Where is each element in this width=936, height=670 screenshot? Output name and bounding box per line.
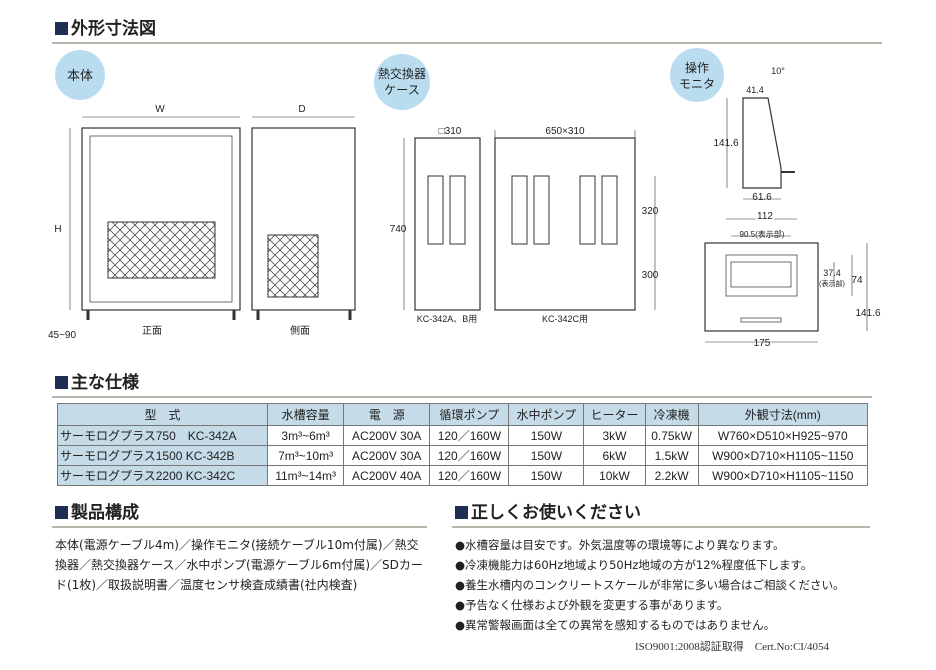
svg-text:45~90: 45~90: [48, 330, 77, 341]
monitor-front-view: [704, 242, 819, 332]
svg-text:本体: 本体: [67, 68, 93, 83]
cell: AC200V 30A: [343, 445, 431, 466]
svg-text:320: 320: [642, 206, 659, 217]
note-item: ●異常警報画面は全ての異常を感知するものではありません。: [455, 618, 776, 632]
note-item: ●冷凍機能力は60Hz地域より50Hz地域の方が12%程度低下します。: [455, 558, 813, 572]
spec-table: 型 式 水槽容量 電 源 循環ポンプ 水中ポンプ ヒーター 冷凍機 外観寸法(m…: [57, 403, 869, 486]
front-view: [81, 127, 241, 311]
cell: AC200V 30A: [343, 425, 431, 446]
certification-footer: ISO9001:2008認証取得 Cert.No:CI/4054: [635, 641, 830, 653]
section-heading-usage: 正しくお使いください: [455, 498, 641, 523]
cell: 11m³~14m³: [266, 465, 345, 486]
heading-text: 正しくお使いください: [471, 503, 641, 523]
cell: 7m³~10m³: [266, 445, 345, 466]
svg-text:141.6: 141.6: [855, 308, 880, 319]
col-header: 冷凍機: [644, 403, 699, 426]
svg-text:H: H: [54, 224, 61, 235]
svg-text:ケース: ケース: [384, 83, 419, 97]
cell: 150W: [508, 445, 585, 466]
cell: サーモログプラス1500 KC-342B: [57, 445, 268, 466]
components-text: 本体(電源ケーブル4m)／操作モニタ(接続ケーブル10m付属)／熱交換器／熱交換…: [55, 538, 423, 592]
side-view: [251, 127, 356, 311]
cell: 3m³~6m³: [266, 425, 345, 446]
cell: 3kW: [583, 425, 646, 446]
col-header: 型 式: [57, 403, 268, 426]
monitor-side-view: [742, 97, 782, 189]
divider: [452, 526, 870, 528]
cell: W900×D710×H1105~1150: [697, 445, 869, 466]
svg-text:175: 175: [754, 338, 771, 349]
table-header-row: 型 式 水槽容量 電 源 循環ポンプ 水中ポンプ ヒーター 冷凍機 外観寸法(m…: [57, 403, 869, 426]
hx-case-ab: [414, 137, 481, 311]
hx-bubble: 熱交換器ケース: [374, 54, 430, 110]
svg-text:KC-342A、B用: KC-342A、B用: [417, 314, 478, 324]
cell: AC200V 40A: [343, 465, 431, 486]
cell: W900×D710×H1105~1150: [697, 465, 869, 486]
heading-text: 外形寸法図: [71, 19, 156, 39]
cell: サーモログプラス2200 KC-342C: [57, 465, 268, 486]
svg-text:41.4: 41.4: [746, 85, 764, 95]
cell: 0.75kW: [644, 425, 699, 446]
col-header: 水中ポンプ: [508, 403, 585, 426]
monitor-bubble: 操作モニタ: [670, 48, 724, 102]
usage-notes: ●水槽容量は目安です。外気温度等の環境等により異なります。 ●冷凍機能力は60H…: [455, 535, 845, 635]
svg-text:側面: 側面: [290, 324, 310, 337]
section-heading-specs: 主な仕様: [55, 368, 139, 393]
cell: サーモログプラス750 KC-342A: [57, 425, 268, 446]
cell: 150W: [508, 425, 585, 446]
divider: [52, 42, 882, 44]
cell: 6kW: [583, 445, 646, 466]
cell: 120／160W: [429, 425, 510, 446]
front-grille: [107, 221, 216, 279]
svg-text:37.4: 37.4: [823, 268, 841, 278]
hx-case-c: [494, 137, 636, 311]
svg-text:□310: □310: [439, 126, 462, 137]
svg-text:KC-342C用: KC-342C用: [542, 314, 588, 324]
cell: 120／160W: [429, 445, 510, 466]
cell: 10kW: [583, 465, 646, 486]
col-header: 循環ポンプ: [429, 403, 510, 426]
svg-text:D: D: [298, 104, 305, 115]
col-header: ヒーター: [583, 403, 646, 426]
note-item: ●養生水槽内のコンクリートスケールが非常に多い場合はご相談ください。: [455, 578, 845, 592]
svg-text:141.6: 141.6: [713, 138, 738, 149]
svg-text:61.6: 61.6: [752, 192, 772, 203]
svg-text:操作: 操作: [685, 60, 709, 75]
note-item: ●予告なく仕様および外観を変更する事があります。: [455, 598, 729, 612]
col-header: 水槽容量: [266, 403, 345, 426]
svg-text:740: 740: [390, 224, 407, 235]
svg-text:W: W: [155, 104, 165, 115]
cell: W760×D510×H925~970: [697, 425, 869, 446]
heading-text: 製品構成: [71, 503, 139, 523]
cell: 1.5kW: [644, 445, 699, 466]
svg-text:モニタ: モニタ: [679, 77, 715, 91]
svg-text:熱交換器: 熱交換器: [378, 66, 426, 81]
section-heading-dims: 外形寸法図: [55, 14, 156, 39]
note-item: ●水槽容量は目安です。外気温度等の環境等により異なります。: [455, 538, 785, 552]
svg-text:74: 74: [851, 275, 863, 286]
cell: 2.2kW: [644, 465, 699, 486]
divider: [52, 526, 427, 528]
svg-text:300: 300: [642, 270, 659, 281]
svg-text:650×310: 650×310: [545, 126, 585, 137]
svg-text:112: 112: [757, 211, 773, 222]
divider: [52, 396, 872, 398]
svg-text:正面: 正面: [142, 326, 162, 337]
cell: 120／160W: [429, 465, 510, 486]
cell: 150W: [508, 465, 585, 486]
svg-text:10°: 10°: [771, 66, 785, 76]
col-header: 外観寸法(mm): [697, 403, 869, 426]
heading-text: 主な仕様: [71, 373, 139, 393]
svg-text:(表示部): (表示部): [819, 279, 845, 288]
body-bubble: 本体: [55, 50, 105, 100]
col-header: 電 源: [343, 403, 431, 426]
svg-text:90.5(表示部): 90.5(表示部): [740, 229, 785, 239]
section-heading-components: 製品構成: [55, 498, 139, 523]
dimension-diagrams: 本体 W D H 45~90 正面 側面 熱交換器ケース □310 650×31…: [48, 48, 881, 349]
